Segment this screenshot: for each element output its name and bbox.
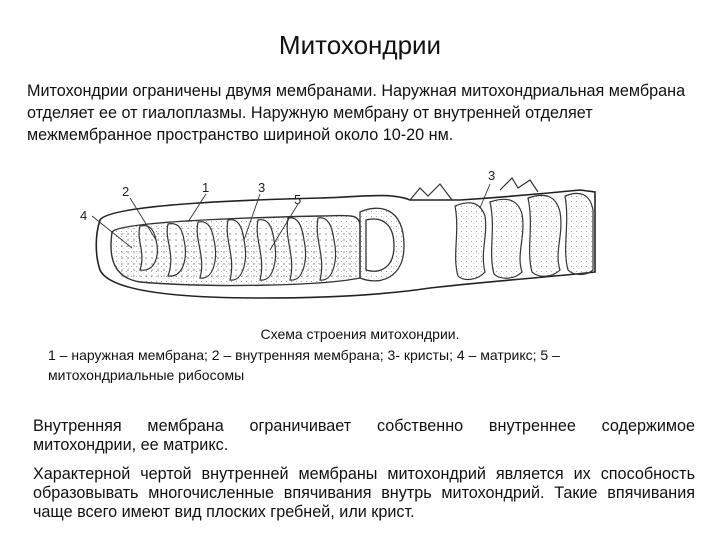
torn-end: [454, 192, 594, 281]
label-1: 1: [202, 180, 209, 195]
paragraph-cristae: Характерной чертой внутренней мембраны м…: [33, 465, 695, 521]
paragraph-inner-membrane: Внутренняя мембрана ограничивает собстве…: [33, 417, 695, 454]
figure-caption-title: Схема строения митохондрии.: [260, 326, 460, 342]
matrix-dots: [120, 228, 356, 280]
label-3a: 3: [258, 180, 265, 195]
label-5: 5: [294, 192, 301, 207]
label-4: 4: [80, 208, 87, 223]
leader-lines: [91, 183, 491, 251]
intro-paragraph: Митохондрии ограничены двумя мембранами.…: [27, 82, 686, 144]
cut-cristae-ring: [359, 207, 405, 282]
mitochondrion-diagram: 2 1 3 5 3 4: [80, 168, 596, 299]
label-3b: 3: [488, 168, 495, 183]
page-title: Митохондрии: [278, 30, 442, 60]
figure-legend: 1 – наружная мембрана; 2 – внутренняя ме…: [48, 347, 560, 383]
label-2: 2: [122, 184, 129, 199]
